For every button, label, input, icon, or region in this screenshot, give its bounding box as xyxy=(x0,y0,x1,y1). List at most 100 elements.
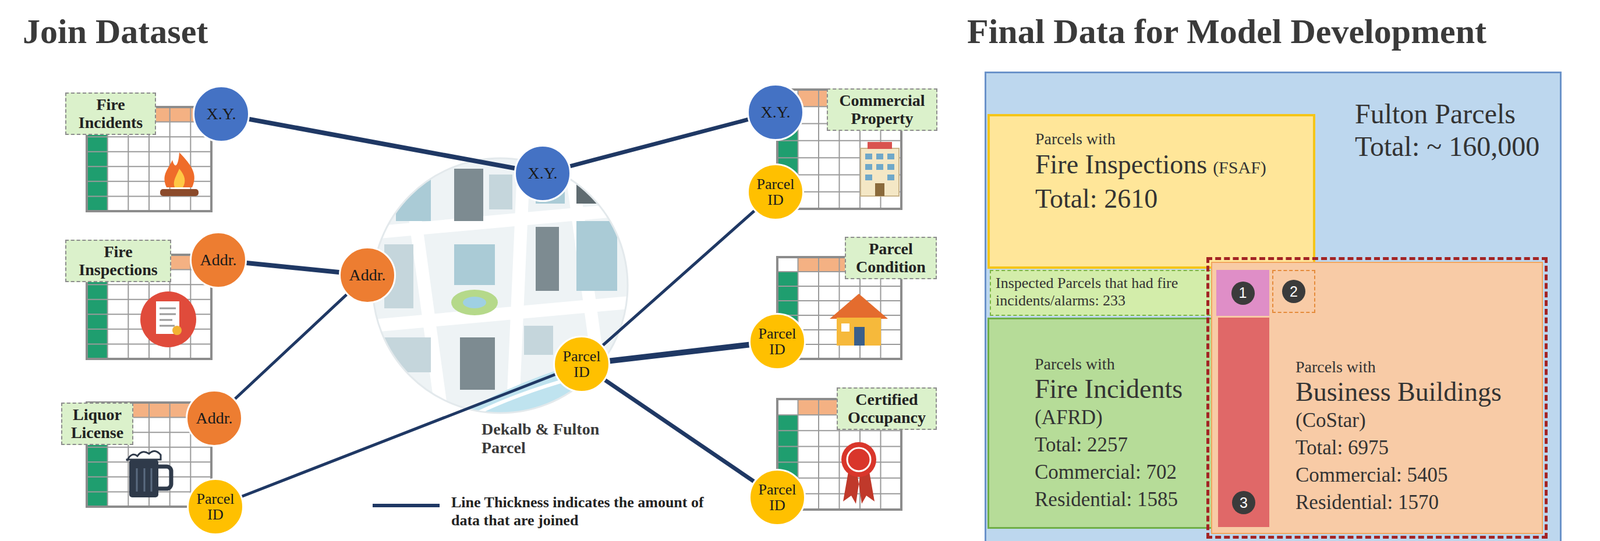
join-line xyxy=(603,211,755,346)
node-text: Parcel ID xyxy=(752,176,799,209)
table-grid xyxy=(86,136,212,138)
building-icon xyxy=(860,142,899,197)
region-box: Fulton ParcelsTotal: ~ 160,000Parcels wi… xyxy=(984,71,1562,541)
node-text: Residential: 1585 xyxy=(1034,486,1215,514)
node-text: Certified Occupancy xyxy=(841,390,933,428)
map-outline xyxy=(372,158,628,414)
callout-number: 2 xyxy=(1282,280,1306,304)
node-text: Fire Incidents xyxy=(69,95,152,133)
dataset-label: Commercial Property xyxy=(826,88,938,132)
node-text: Total: 2257 xyxy=(1034,431,1215,459)
node-text: Parcel ID xyxy=(754,326,801,359)
join-line xyxy=(235,294,347,399)
table-icons xyxy=(86,89,902,511)
node-text: Parcels with xyxy=(1035,129,1313,150)
document-icon xyxy=(140,291,197,348)
node-text: Total: 2610 xyxy=(1035,183,1313,215)
subset-box: 3 xyxy=(1218,317,1270,528)
table-grid xyxy=(86,284,212,286)
node-text: Liquor License xyxy=(65,405,129,443)
diagram-title: Join Dataset xyxy=(22,10,208,53)
fire-icon xyxy=(160,152,199,197)
node-text: Parcel ID xyxy=(192,491,239,524)
legend-text: Line Thickness indicates the amount of d… xyxy=(451,493,708,530)
key-circle: Addr. xyxy=(189,231,247,289)
table-grid xyxy=(777,140,902,142)
node-text: Business Buildings xyxy=(1295,377,1542,407)
node-text: Commercial: 702 xyxy=(1034,458,1215,487)
node-text: Fulton Parcels xyxy=(1354,97,1560,131)
node-text: Parcel ID xyxy=(558,348,605,381)
node-text: Total: 6975 xyxy=(1295,434,1542,462)
house-icon xyxy=(829,294,888,346)
node-text: Commercial Property xyxy=(831,91,933,129)
region-box: Parcels withFire Incidents(AFRD)Total: 2… xyxy=(987,317,1217,530)
beer-mug-icon xyxy=(126,451,172,498)
node-text: Parcel ID xyxy=(754,482,801,515)
node-text: Residential: 1570 xyxy=(1295,489,1542,517)
key-circle: Parcel ID xyxy=(748,313,806,371)
table-grid xyxy=(86,343,212,345)
table-grid xyxy=(86,165,212,168)
node-text: X.Y. xyxy=(206,105,237,123)
key-circle: X.Y. xyxy=(192,85,250,143)
node-text: Fire Incidents xyxy=(1034,374,1215,405)
dataset-label: Fire Incidents xyxy=(65,92,157,136)
dataset-label: Fire Inspections xyxy=(65,239,172,283)
key-circle: Parcel ID xyxy=(186,478,244,536)
node-text: Addr. xyxy=(200,251,237,269)
node-text: Inspected Parcels that had fire incident… xyxy=(995,274,1211,310)
dataset-label: Liquor License xyxy=(61,402,134,446)
key-circle: Parcel ID xyxy=(748,469,806,527)
table-grid xyxy=(818,89,820,210)
key-circle: Parcel ID xyxy=(553,335,611,394)
city-map xyxy=(366,152,635,426)
node-text: (FSAF) xyxy=(1212,157,1267,178)
table-grid xyxy=(777,445,902,448)
node-text: Commercial: 5405 xyxy=(1295,461,1542,490)
node-text: Addr. xyxy=(349,266,387,284)
node-text: Fire Inspections xyxy=(1035,149,1207,180)
node-text: Parcel Condition xyxy=(849,239,933,277)
key-circle: Addr. xyxy=(338,246,396,304)
node-text: X.Y. xyxy=(528,164,558,182)
node-text: Parcels with xyxy=(1295,357,1542,378)
node-text: (CoStar) xyxy=(1295,406,1542,435)
dataset-label: Parcel Condition xyxy=(844,236,937,280)
key-circle: Parcel ID xyxy=(747,163,805,221)
table-grid xyxy=(169,402,171,508)
key-circle: Addr. xyxy=(185,390,243,448)
table-grid xyxy=(777,462,902,464)
node-text: (AFRD) xyxy=(1034,404,1215,432)
table-grid xyxy=(86,447,212,449)
table-grid xyxy=(777,285,902,288)
key-circle: X.Y. xyxy=(747,83,805,141)
table-grid xyxy=(818,399,820,511)
node-text: X.Y. xyxy=(760,103,791,121)
section-title: Final Data for Model Development xyxy=(967,10,1487,53)
table-grid xyxy=(777,300,902,302)
callout-number: 3 xyxy=(1232,491,1256,515)
legend-line xyxy=(372,504,440,508)
join-line xyxy=(249,119,515,169)
callout-number: 1 xyxy=(1231,281,1255,306)
table-grid xyxy=(818,257,820,360)
join-line xyxy=(610,345,750,362)
node-text: Parcels with xyxy=(1034,354,1215,375)
node-text: Fire Inspections xyxy=(69,242,167,280)
key-circle: X.Y. xyxy=(514,144,572,203)
subset-box: 2 xyxy=(1272,270,1316,314)
table-grid xyxy=(86,151,212,153)
text-line: Fire Inspections(FSAF) xyxy=(1035,149,1313,184)
ribbon-icon xyxy=(841,442,877,505)
join-line xyxy=(570,119,748,166)
table-grid xyxy=(777,430,902,432)
map-label: Dekalb & Fulton Parcel xyxy=(481,420,622,458)
region-box: Parcels withFire Inspections(FSAF)Total:… xyxy=(987,114,1316,269)
node-text: Addr. xyxy=(196,409,233,427)
subset-box: 1 xyxy=(1216,270,1270,317)
join-line xyxy=(604,380,754,483)
dataset-label: Certified Occupancy xyxy=(836,387,937,431)
overlap-band: Inspected Parcels that had fire incident… xyxy=(989,270,1217,317)
